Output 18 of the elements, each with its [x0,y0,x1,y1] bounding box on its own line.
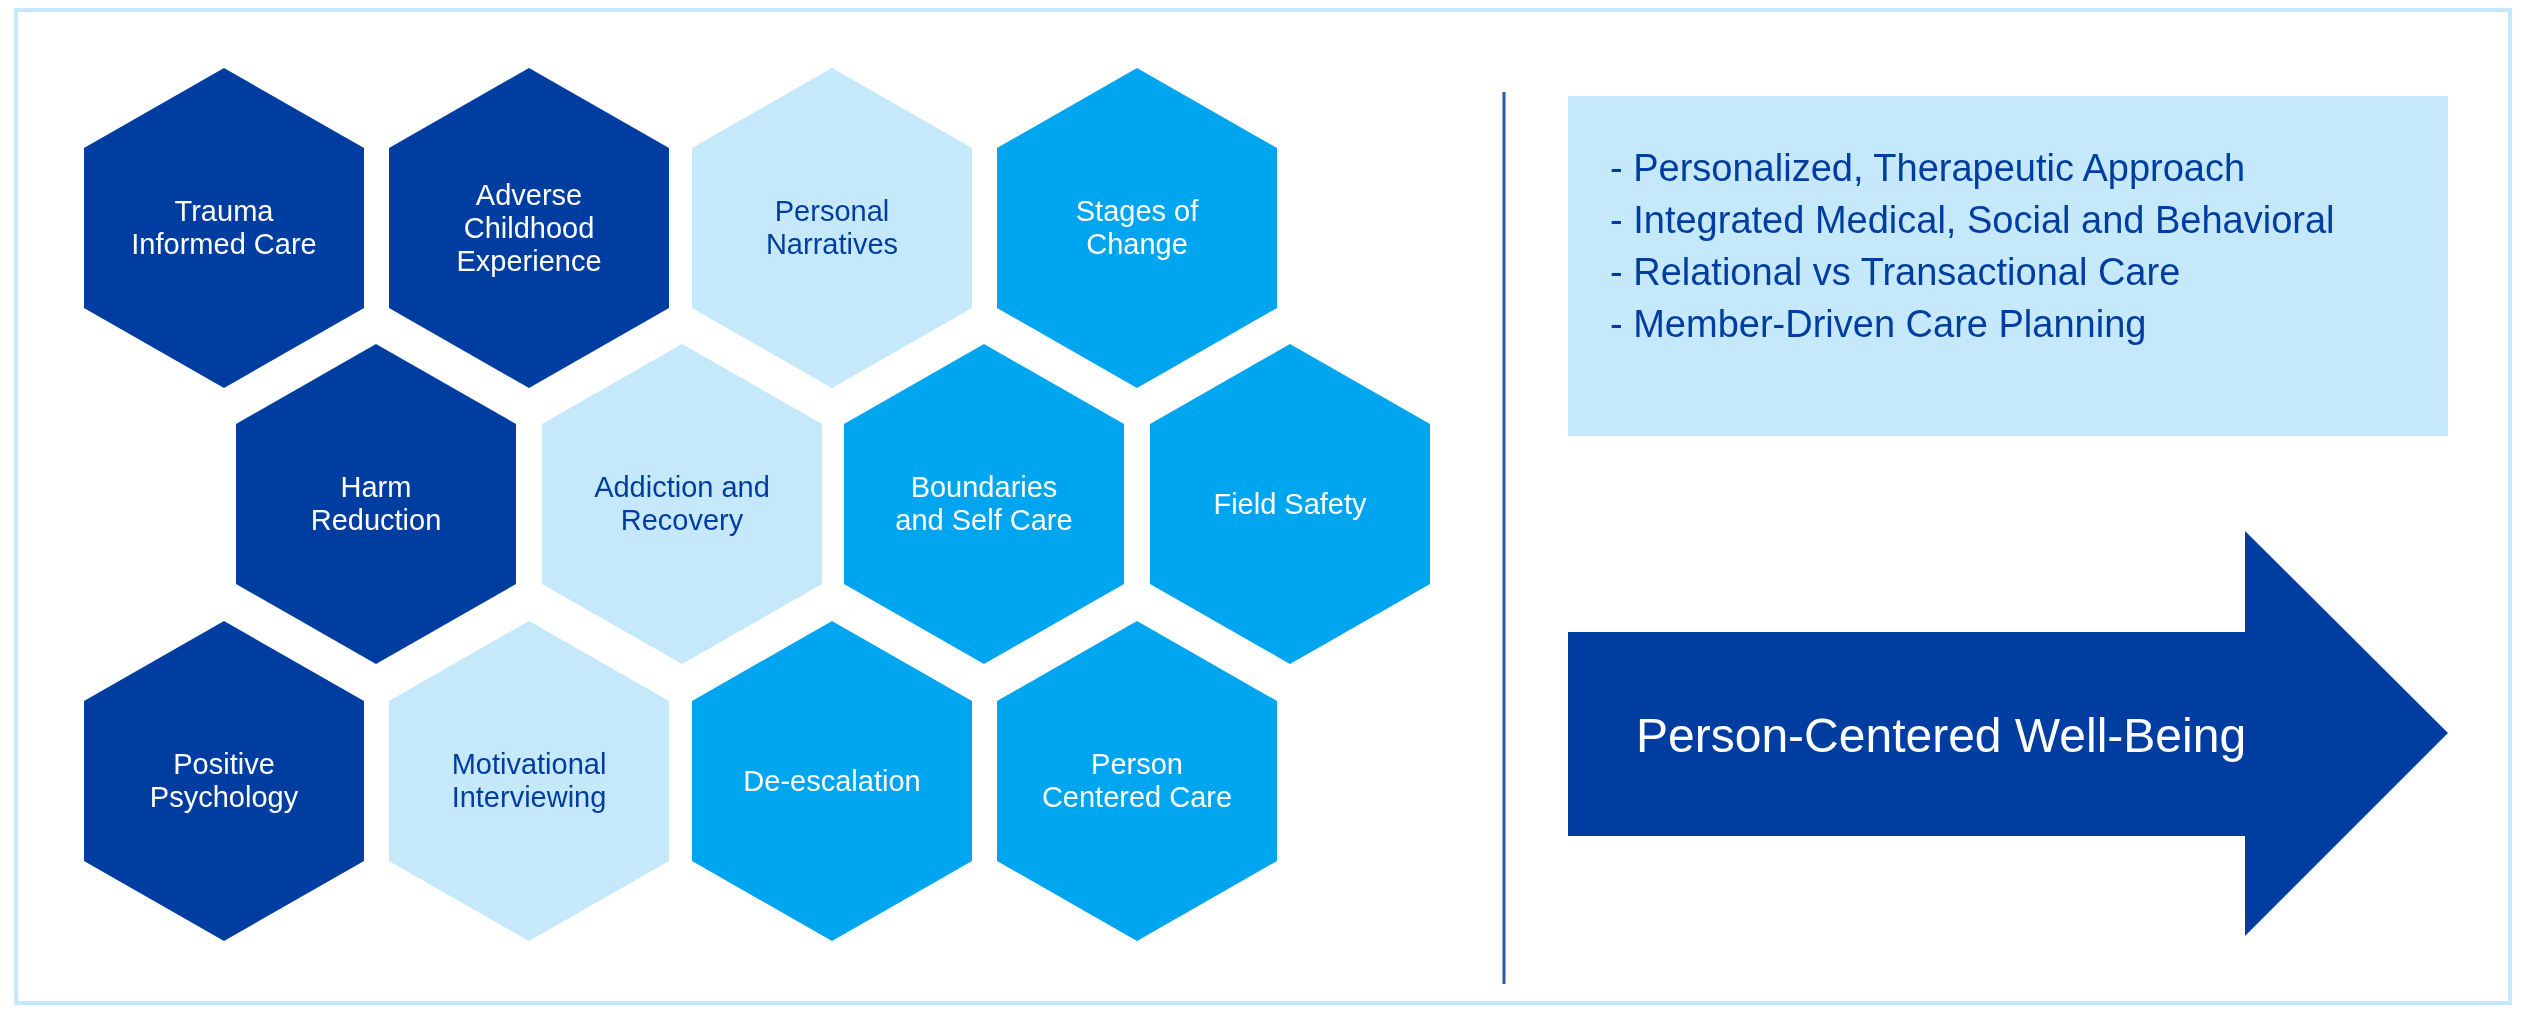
hexagon-label: Motivational Interviewing [450,748,608,814]
hexagon-label: De-escalation [742,764,922,798]
bullet-item: - Personalized, Therapeutic Approach [1610,146,2246,191]
hexagon-label: Trauma Informed Care [130,195,318,261]
hexagon-label: Harm Reduction [309,471,443,537]
hexagon-label: Boundaries and Self Care [894,471,1074,537]
hexagon-label: Stages of Change [1074,195,1200,261]
hexagon-label: Field Safety [1212,487,1368,521]
text-panel [1568,96,2448,436]
bullet-item: - Integrated Medical, Social and Behavioral [1610,198,2335,243]
bullet-item: - Member-Driven Care Planning [1610,302,2147,347]
hexagon-label: Personal Narratives [764,195,900,261]
hexagon-label: Adverse Childhood Experience [455,178,603,278]
hexagon-label: Positive Psychology [148,748,300,814]
arrow-label: Person-Centered Well-Being [1636,711,2247,761]
hexagon-label: Person Centered Care [1040,748,1234,814]
bullet-item: - Relational vs Transactional Care [1610,250,2181,295]
hexagon-label: Addiction and Recovery [593,471,771,537]
